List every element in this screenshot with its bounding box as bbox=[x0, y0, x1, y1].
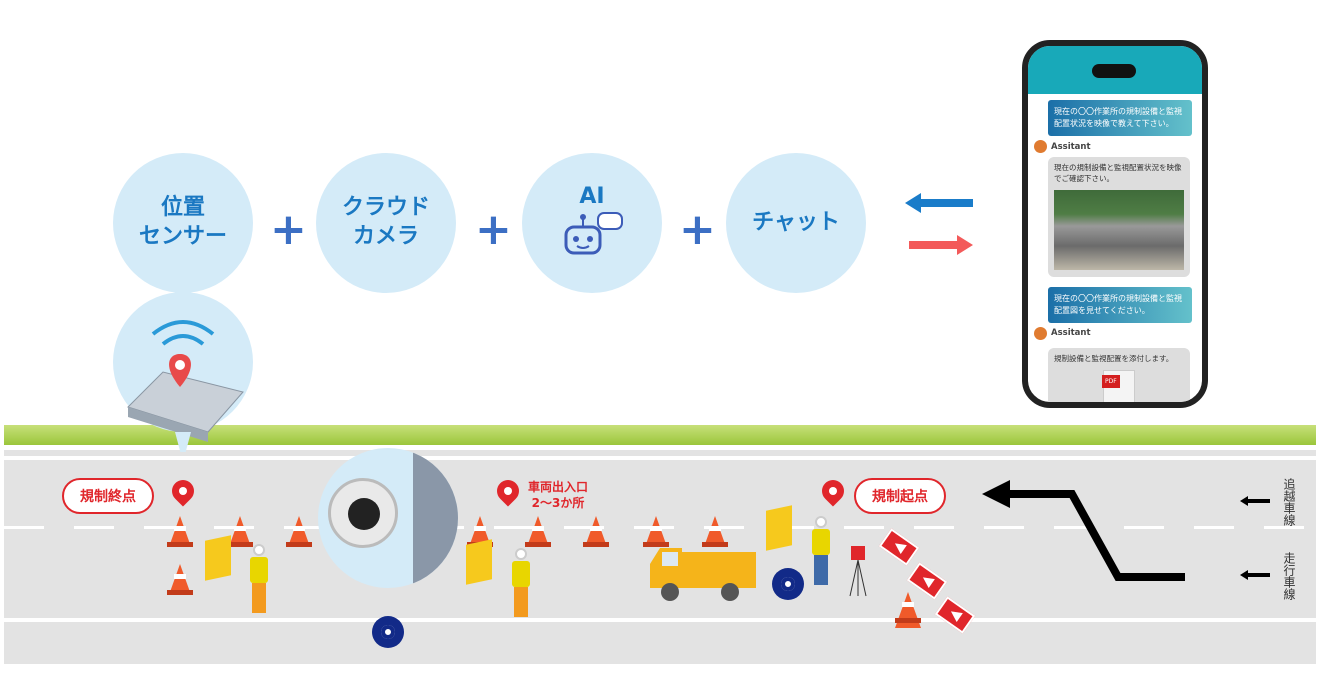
smartphone-chat: 現在の〇〇作業所の規制設備と監視配置状況を映像で教えて下さい。 Assitant… bbox=[1022, 40, 1208, 408]
feature-position-sensor: 位置 センサー bbox=[113, 153, 253, 293]
traffic-cone-icon bbox=[702, 516, 728, 547]
user-message: 現在の〇〇作業所の規制設備と監視配置状況を映像で教えて下さい。 bbox=[1048, 100, 1192, 136]
camera-pole bbox=[413, 448, 458, 588]
entrance-line1: 車両出入口 bbox=[528, 480, 589, 494]
gps-sensor-device-icon bbox=[127, 320, 244, 462]
feature-chat: チャット bbox=[726, 153, 866, 293]
assistant-name: Assitant bbox=[1051, 328, 1091, 338]
road-edge-line bbox=[4, 456, 1316, 460]
flag-icon bbox=[766, 505, 792, 551]
assistant-message-text: 現在の規制設備と監視配置状況を映像でご確認下さい。 bbox=[1054, 163, 1182, 184]
position-sensor-bubble bbox=[113, 292, 253, 462]
feature-cloud-camera: クラウド カメラ bbox=[316, 153, 456, 293]
flag-icon bbox=[205, 535, 231, 581]
flag-worker-icon bbox=[808, 516, 834, 586]
passing-lane-label: 追越車線 bbox=[1282, 478, 1296, 526]
web-camera-icon bbox=[772, 568, 804, 600]
lane-shift-arrow-icon bbox=[982, 480, 1185, 581]
assistant-header: Assitant bbox=[1034, 140, 1202, 153]
traffic-cone-icon bbox=[167, 564, 193, 595]
traffic-cone-icon bbox=[895, 592, 921, 628]
web-camera-icon bbox=[372, 616, 404, 648]
assistant-message-text: 規制設備と監視配置を添付します。 bbox=[1054, 353, 1174, 363]
road-edge-line bbox=[4, 618, 1316, 622]
roadside-grass bbox=[4, 425, 1316, 445]
user-message: 現在の〇〇作業所の規制設備と監視配置図を見せてください。 bbox=[1048, 286, 1192, 323]
site-video-thumbnail[interactable] bbox=[1054, 189, 1184, 270]
assistant-message: 規制設備と監視配置を添付します。 PDF bbox=[1048, 347, 1190, 402]
regulation-start-label: 規制起点 bbox=[854, 478, 946, 514]
feature-label: クラウド bbox=[341, 195, 430, 221]
feature-ai: AI bbox=[522, 153, 662, 293]
feature-label: カメラ bbox=[352, 224, 419, 249]
dome-camera-icon bbox=[328, 478, 398, 548]
exchange-arrows-icon bbox=[905, 193, 973, 255]
traffic-cone-icon bbox=[286, 516, 312, 547]
assistant-name: Assitant bbox=[1051, 141, 1091, 152]
flag-icon bbox=[466, 539, 492, 585]
assistant-avatar-icon bbox=[1034, 326, 1047, 340]
traffic-cone-icon bbox=[227, 516, 253, 547]
driving-lane-label: 走行車線 bbox=[1282, 552, 1296, 600]
robot-chat-icon bbox=[564, 212, 623, 255]
assistant-avatar-icon bbox=[1034, 140, 1047, 153]
traffic-cone-icon bbox=[643, 516, 669, 547]
flag-worker-icon bbox=[246, 544, 272, 614]
vehicle-entrance-label: 車両出入口 2〜3か所 bbox=[528, 480, 588, 511]
phone-header bbox=[1028, 46, 1202, 94]
assistant-header: Assitant bbox=[1034, 326, 1202, 340]
traffic-cone-icon bbox=[525, 516, 551, 547]
traffic-cone-icon bbox=[583, 516, 609, 547]
plus-icon: + bbox=[270, 204, 307, 255]
phone-notch bbox=[1092, 64, 1136, 78]
entrance-line2: 2〜3か所 bbox=[531, 495, 585, 510]
regulation-end-label: 規制終点 bbox=[62, 478, 154, 514]
feature-label: センサー bbox=[138, 224, 227, 249]
feature-label: 位置 bbox=[160, 195, 205, 221]
pdf-badge: PDF bbox=[1102, 374, 1120, 388]
flag-worker-icon bbox=[508, 548, 534, 618]
dump-truck-icon bbox=[650, 548, 756, 601]
plus-icon: + bbox=[679, 204, 716, 255]
feature-label: チャット bbox=[752, 209, 840, 235]
assistant-message: 現在の規制設備と監視配置状況を映像でご確認下さい。 bbox=[1048, 157, 1190, 277]
lane-arrow-icon bbox=[1240, 570, 1270, 580]
camera-bubble bbox=[318, 448, 458, 588]
pdf-file-icon[interactable]: PDF bbox=[1102, 369, 1135, 402]
traffic-cone-icon bbox=[167, 516, 193, 547]
feature-label: AI bbox=[579, 183, 605, 209]
plus-icon: + bbox=[475, 204, 512, 255]
lane-arrow-icon bbox=[1240, 496, 1270, 506]
warning-light-icon bbox=[849, 546, 867, 597]
